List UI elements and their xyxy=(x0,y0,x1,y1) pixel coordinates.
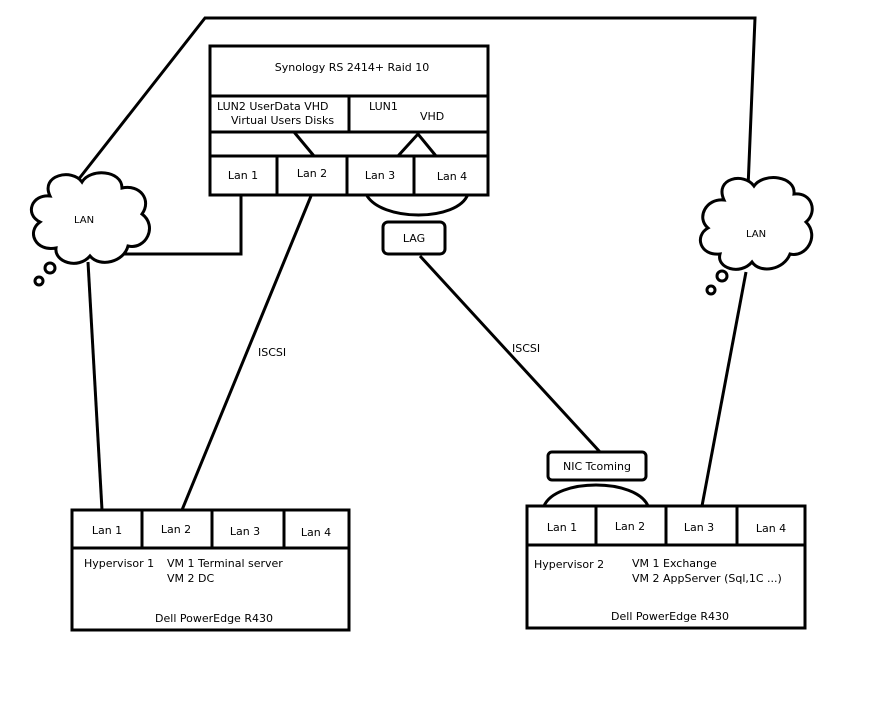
synology-nas: Synology RS 2414+ Raid 10 LUN2 UserData … xyxy=(208,44,490,197)
server2-vm2: VM 2 AppServer (Sql,1C ...) xyxy=(632,572,782,585)
server2-vm1: VM 1 Exchange xyxy=(632,557,717,570)
lan-cloud-right: LAN xyxy=(698,176,814,296)
server1-port-lan1: Lan 1 xyxy=(92,524,122,537)
nas-lun2-description: Virtual Users Disks xyxy=(231,114,334,127)
nas-lun1-vhd: VHD xyxy=(420,110,444,123)
connections xyxy=(76,16,757,511)
server2-hypervisor: Hypervisor 2 xyxy=(534,558,604,571)
nas-port-lan3: Lan 3 xyxy=(365,169,395,182)
lan-cloud-right-label: LAN xyxy=(746,229,766,240)
server1-hypervisor: Hypervisor 1 xyxy=(84,557,154,570)
server1-vm2: VM 2 DC xyxy=(167,572,214,585)
lan-cloud-left: LAN xyxy=(29,171,151,287)
nas-title: Synology RS 2414+ Raid 10 xyxy=(275,61,429,74)
nic-teaming-arc xyxy=(542,483,650,507)
nas-lun1-label: LUN1 xyxy=(369,100,398,113)
iscsi-link-right xyxy=(418,254,602,454)
server1-port-lan4: Lan 4 xyxy=(301,526,331,539)
server1-vm1: VM 1 Terminal server xyxy=(167,557,283,570)
iscsi-link-left xyxy=(180,195,313,511)
lag-label: LAG xyxy=(403,232,425,245)
nas-lan1-to-left-lan xyxy=(118,196,243,256)
nic-teaming-box: NIC Tcoming xyxy=(546,450,648,482)
server1-model: Dell PowerEdge R430 xyxy=(155,612,273,625)
nas-port-lan4: Lan 4 xyxy=(437,170,467,183)
lag-arc xyxy=(364,193,470,217)
server2-model: Dell PowerEdge R430 xyxy=(611,610,729,623)
server1-port-lan3: Lan 3 xyxy=(230,525,260,538)
server2-port-lan4: Lan 4 xyxy=(756,522,786,535)
nas-lun2-label: LUN2 UserData VHD xyxy=(217,100,328,113)
iscsi-label-right: ISCSI xyxy=(512,342,540,355)
server2: Lan 1 Lan 2 Lan 3 Lan 4 Hypervisor 2 VM … xyxy=(525,504,807,630)
nas-port-lan1: Lan 1 xyxy=(228,169,258,182)
nic-teaming-label: NIC Tcoming xyxy=(563,460,631,473)
lan-cloud-left-label: LAN xyxy=(74,215,94,226)
server2-port-lan3: Lan 3 xyxy=(684,521,714,534)
server1: Lan 1 Lan 2 Lan 3 Lan 4 Hypervisor 1 VM … xyxy=(70,508,351,632)
right-lan-to-server2-lan3 xyxy=(700,271,748,507)
wan-link-top xyxy=(76,16,757,189)
lag-box: LAG xyxy=(381,220,447,256)
iscsi-label-left: ISCSI xyxy=(258,346,286,359)
nas-port-lan2: Lan 2 xyxy=(297,167,327,180)
server2-port-lan2: Lan 2 xyxy=(615,520,645,533)
left-lan-to-server1-lan1 xyxy=(86,261,104,511)
server2-port-lan1: Lan 1 xyxy=(547,521,577,534)
server1-port-lan2: Lan 2 xyxy=(161,523,191,536)
